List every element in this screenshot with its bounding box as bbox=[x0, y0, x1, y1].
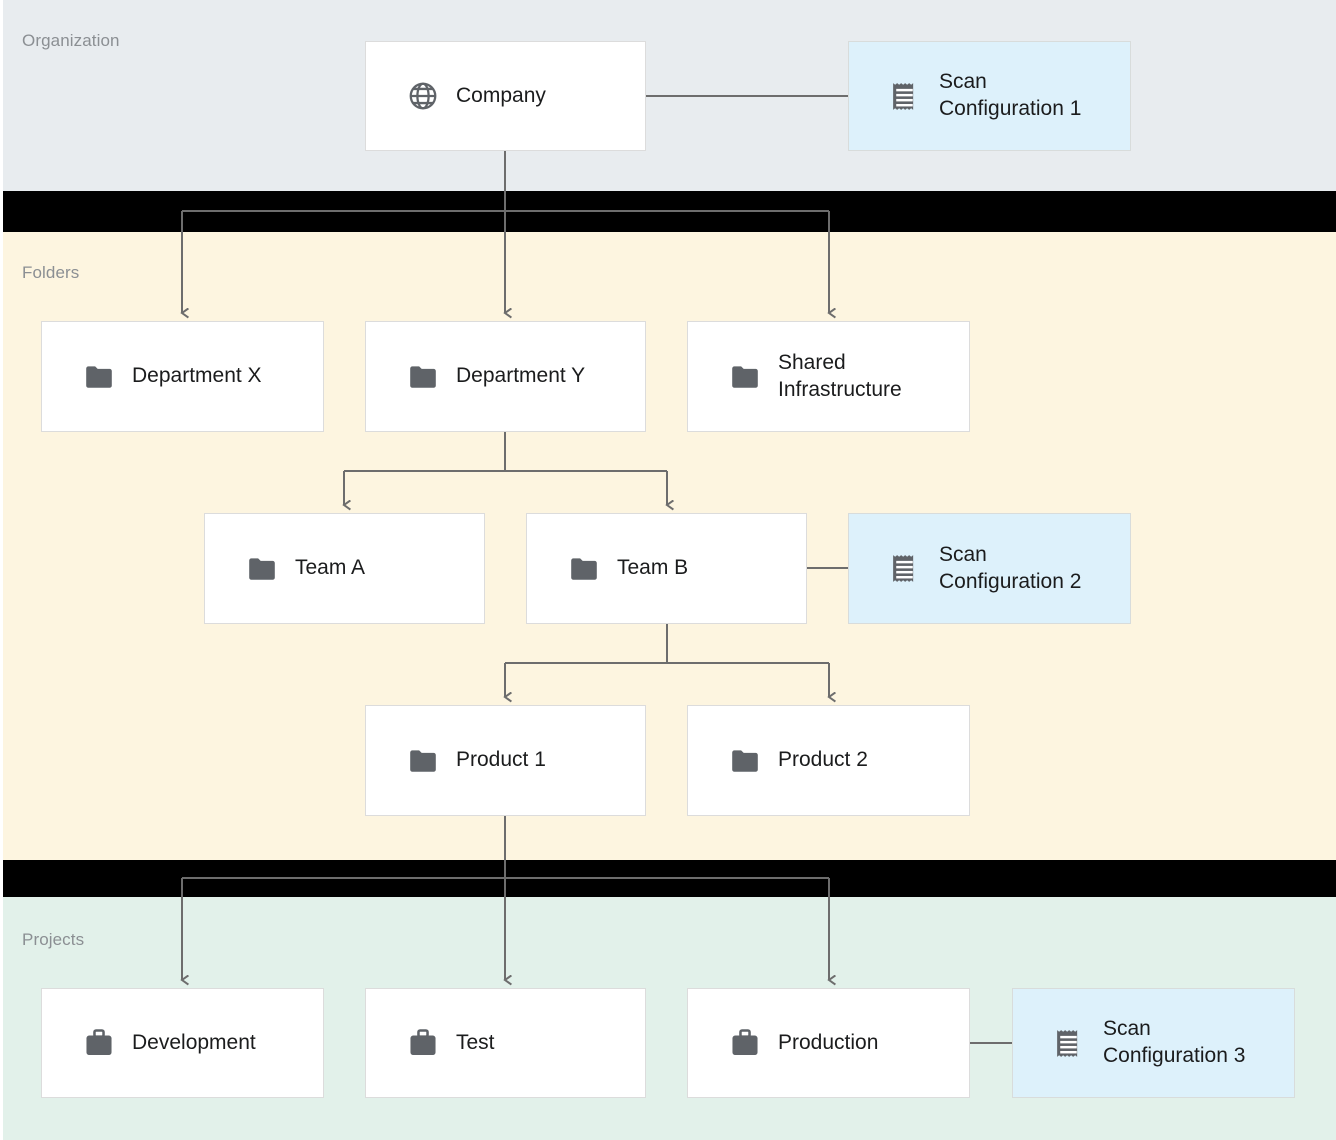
band-organization bbox=[0, 0, 1336, 191]
node-label: Department X bbox=[132, 364, 262, 388]
node-label: Test bbox=[456, 1030, 495, 1054]
node-shared-infrastructure[interactable]: Shared Infrastructure bbox=[687, 321, 970, 432]
band-label-folders: Folders bbox=[22, 263, 80, 282]
folder-icon bbox=[406, 744, 440, 778]
folder-icon bbox=[245, 552, 279, 586]
folder-icon bbox=[728, 360, 762, 394]
briefcase-icon bbox=[82, 1026, 116, 1060]
node-label: Team B bbox=[617, 556, 689, 580]
folder-icon bbox=[728, 744, 762, 778]
node-production[interactable]: Production bbox=[687, 988, 970, 1098]
folder-icon bbox=[82, 360, 116, 394]
receipt-icon bbox=[887, 79, 921, 113]
node-test[interactable]: Test bbox=[365, 988, 646, 1098]
node-product-2[interactable]: Product 2 bbox=[687, 705, 970, 816]
node-department-x[interactable]: Department X bbox=[41, 321, 324, 432]
node-label: Department Y bbox=[456, 364, 586, 388]
node-company[interactable]: Company bbox=[365, 41, 646, 151]
node-label: Company bbox=[456, 83, 546, 107]
node-label: Product 2 bbox=[778, 748, 868, 772]
node-department-y[interactable]: Department Y bbox=[365, 321, 646, 432]
node-team-a[interactable]: Team A bbox=[204, 513, 485, 624]
node-scan-config-3[interactable]: Scan Configuration 3 bbox=[1012, 988, 1295, 1098]
node-label: Product 1 bbox=[456, 748, 546, 772]
node-product-1[interactable]: Product 1 bbox=[365, 705, 646, 816]
briefcase-icon bbox=[406, 1026, 440, 1060]
band-divider-1 bbox=[0, 191, 1336, 232]
node-label: Scan Configuration 2 bbox=[939, 542, 1082, 593]
node-team-b[interactable]: Team B bbox=[526, 513, 807, 624]
node-scan-config-2[interactable]: Scan Configuration 2 bbox=[848, 513, 1131, 624]
node-label: Production bbox=[778, 1030, 879, 1054]
band-label-projects: Projects bbox=[22, 930, 85, 949]
node-label: Scan Configuration 1 bbox=[939, 70, 1082, 120]
node-label: Shared Infrastructure bbox=[778, 350, 902, 401]
node-scan-config-1[interactable]: Scan Configuration 1 bbox=[848, 41, 1131, 151]
band-label-organization: Organization bbox=[22, 31, 120, 50]
node-label: Scan Configuration 3 bbox=[1103, 1017, 1246, 1067]
briefcase-icon bbox=[728, 1026, 762, 1060]
folder-icon bbox=[567, 552, 601, 586]
globe-icon bbox=[406, 79, 440, 113]
node-label: Team A bbox=[295, 556, 366, 580]
folder-icon bbox=[406, 360, 440, 394]
left-edge-strip bbox=[0, 0, 3, 1140]
node-label: Development bbox=[132, 1030, 256, 1054]
receipt-icon bbox=[887, 552, 921, 586]
band-divider-2 bbox=[0, 860, 1336, 897]
receipt-icon bbox=[1051, 1026, 1085, 1060]
node-development[interactable]: Development bbox=[41, 988, 324, 1098]
